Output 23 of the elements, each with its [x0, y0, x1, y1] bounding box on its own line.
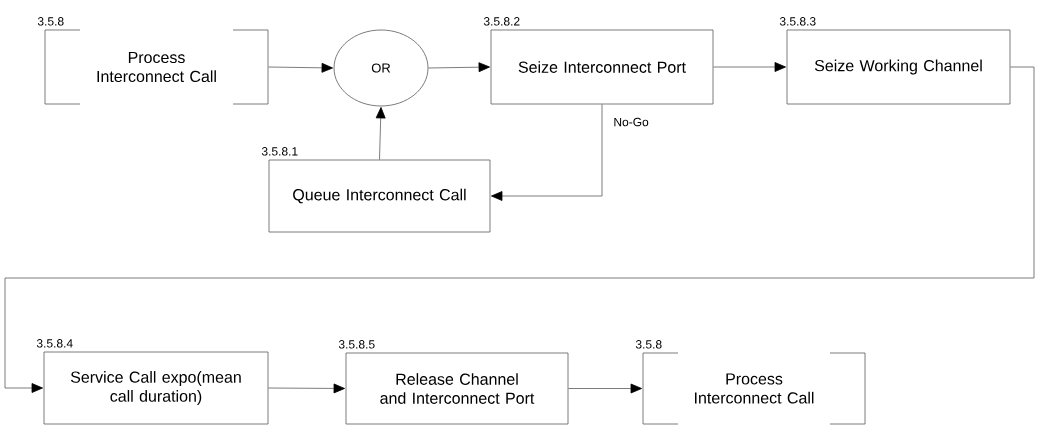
step-number: 3.5.8.1 [261, 147, 298, 156]
edge-label: No-Go [612, 116, 650, 128]
arrow [491, 104, 603, 201]
arrow [568, 383, 642, 394]
arrow [268, 383, 345, 394]
arrow [428, 62, 490, 73]
arrow [375, 107, 386, 160]
process-bracket-box: Process Interconnect Call [642, 352, 866, 425]
arrow [268, 62, 333, 73]
step-number: 3.5.8 [37, 17, 64, 26]
arrow [4, 66, 1035, 393]
step-number: 3.5.8.5 [338, 340, 375, 349]
process-box: Seize Working Channel [786, 29, 1011, 105]
step-number: 3.5.8.3 [779, 17, 816, 26]
arrow [713, 62, 786, 72]
process-box: Service Call expo(mean call duration) [43, 351, 269, 425]
process-box: Release Channel and Interconnect Port [345, 352, 569, 425]
process-box: Seize Interconnect Port [490, 29, 714, 105]
step-number: 3.5.8.2 [483, 17, 520, 26]
step-number: 3.5.8.4 [36, 339, 73, 348]
step-number: 3.5.8 [635, 340, 662, 349]
process-box: Queue Interconnect Call [268, 159, 491, 233]
process-bracket-box: Process Interconnect Call [44, 29, 269, 105]
